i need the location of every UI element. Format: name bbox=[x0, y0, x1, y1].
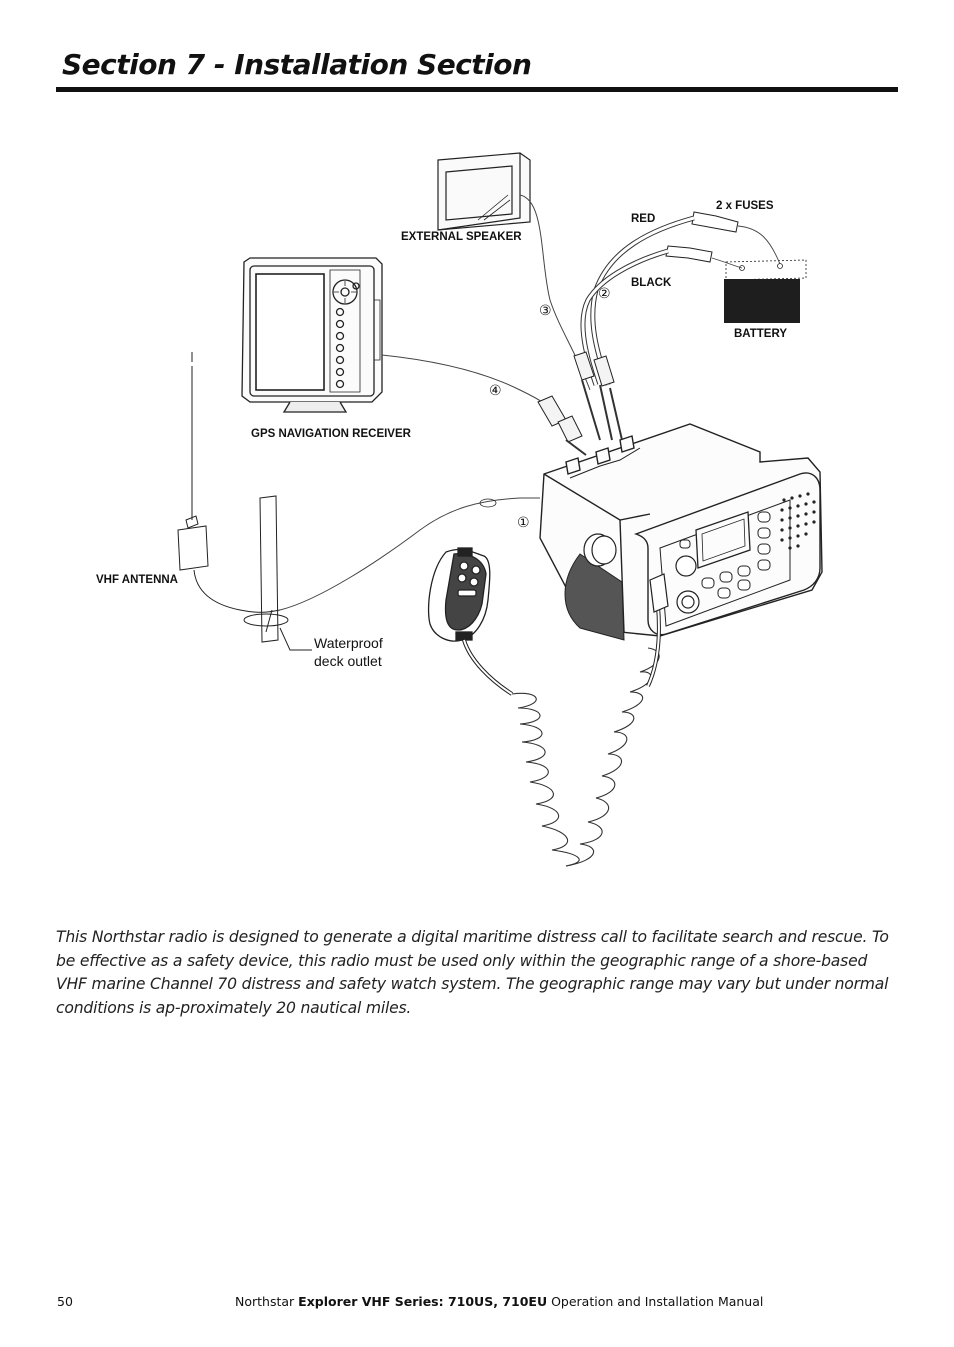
black-wire-label: BLACK bbox=[631, 277, 672, 289]
footer-suffix: Operation and Installation Manual bbox=[547, 1294, 763, 1309]
gps-receiver-illustration bbox=[242, 258, 382, 412]
coiled-cord bbox=[512, 648, 659, 866]
footer-brand: Northstar bbox=[235, 1294, 298, 1309]
battery-illustration bbox=[724, 260, 806, 323]
vhf-antenna-label: VHF ANTENNA bbox=[96, 574, 178, 586]
battery-label: BATTERY bbox=[734, 328, 787, 340]
deck-outlet-label-line1: Waterproof bbox=[314, 635, 383, 651]
footer-series: Explorer VHF Series: 710US, 710EU bbox=[298, 1294, 547, 1309]
callout-1: ① bbox=[517, 515, 530, 531]
page-number: 50 bbox=[57, 1294, 73, 1309]
deck-outlet-illustration bbox=[244, 496, 312, 650]
title-rule bbox=[56, 87, 898, 92]
callout-3: ③ bbox=[539, 303, 552, 319]
footer-manual-title: Northstar Explorer VHF Series: 710US, 71… bbox=[235, 1294, 855, 1309]
installation-diagram: EXTERNAL SPEAKER RED 2 x FUSES BLACK BAT… bbox=[0, 100, 954, 890]
external-speaker-label: EXTERNAL SPEAKER bbox=[401, 231, 522, 243]
page-title: Section 7 - Installation Section bbox=[62, 48, 531, 81]
gps-connector bbox=[538, 396, 582, 442]
callout-2: ② bbox=[598, 286, 611, 302]
microphone-illustration bbox=[429, 548, 490, 641]
gps-receiver-label: GPS NAVIGATION RECEIVER bbox=[251, 428, 412, 440]
fuses-label: 2 x FUSES bbox=[716, 200, 774, 212]
red-wire-label: RED bbox=[631, 213, 655, 225]
safety-notice-paragraph: This Northstar radio is designed to gene… bbox=[56, 926, 902, 1020]
deck-outlet-label-line2: deck outlet bbox=[314, 653, 382, 669]
callout-4: ④ bbox=[489, 383, 502, 399]
external-speaker-illustration bbox=[438, 153, 530, 230]
fuses-illustration bbox=[666, 212, 738, 262]
